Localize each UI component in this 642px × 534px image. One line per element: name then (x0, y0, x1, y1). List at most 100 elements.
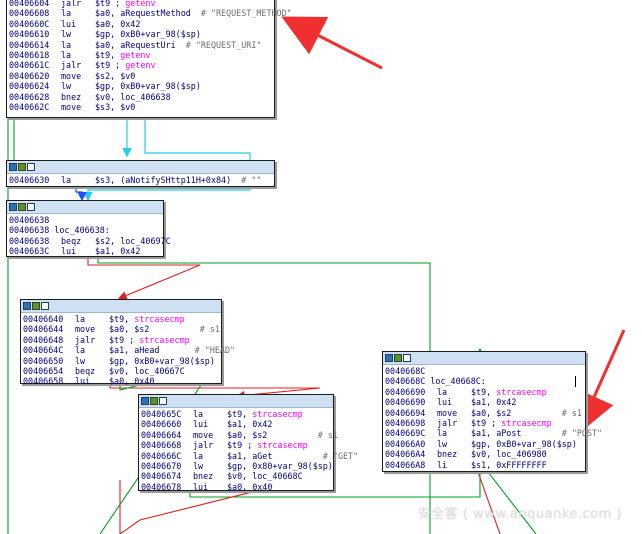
instruction-operands: $a1, aPost (471, 428, 562, 439)
instruction-address: 00406650 (23, 355, 64, 366)
instruction-address: 00406698 (385, 417, 426, 428)
function-reference[interactable]: getenv (125, 60, 156, 71)
function-reference[interactable]: strcasecmp (257, 440, 308, 451)
instruction-mnemonic: lui (75, 376, 91, 387)
instruction-mnemonic: lw (61, 81, 72, 92)
instruction-address: 00406608 (9, 8, 50, 19)
instruction-address: 00406674 (141, 471, 182, 482)
graph-node-text-icon[interactable] (159, 397, 167, 405)
instruction-mnemonic: jalr (75, 334, 96, 345)
instruction-mnemonic: la (61, 49, 72, 60)
node-header (139, 395, 333, 408)
instruction-operands: $t9, (227, 409, 253, 419)
edge-n6-red (477, 471, 501, 534)
graph-node-color-icon[interactable] (23, 302, 31, 310)
graph-node-graph-icon[interactable] (32, 302, 40, 310)
graph-node-color-icon[interactable] (141, 397, 149, 405)
function-reference[interactable]: getenv (125, 0, 156, 8)
instruction-operands: $s1, 0xFFFFFFFF (471, 459, 547, 470)
function-reference[interactable]: strcasecmp (496, 386, 547, 397)
graph-node-color-icon[interactable] (9, 203, 17, 211)
instruction-operands: $a0, $s2 (109, 324, 200, 335)
graph-node-text-icon[interactable] (27, 163, 35, 171)
graph-node-color-icon[interactable] (385, 354, 393, 362)
instruction-operands: $gp, 0xB0+var_98($sp) (109, 355, 215, 366)
graph-node-graph-icon[interactable] (18, 163, 26, 171)
code-line[interactable]: 0040668C (385, 366, 585, 376)
graph-node-text-icon[interactable] (27, 203, 35, 211)
function-reference[interactable]: strcasecmp (252, 409, 303, 419)
instruction-mnemonic: jalr (61, 60, 82, 71)
edge-n2-n3 (75, 187, 87, 202)
instruction-address: 004066A8 (385, 459, 426, 470)
instruction-address: 0040669C (385, 428, 426, 439)
function-reference[interactable]: strcasecmp (139, 334, 190, 345)
instruction-mnemonic: move (193, 429, 214, 440)
graph-node-graph-icon[interactable] (18, 203, 26, 211)
function-reference[interactable]: strcasecmp (501, 417, 552, 428)
instruction-operands: $v0, loc_406980 (471, 449, 547, 460)
instruction-operands: $a1, aHead (109, 345, 195, 356)
graph-node-text-icon[interactable] (403, 354, 411, 362)
instruction-mnemonic: la (61, 8, 72, 19)
graph-node-text-icon[interactable] (41, 302, 49, 310)
instruction-address: 00406658 (23, 376, 64, 387)
instruction-address: 0040663C (9, 246, 50, 257)
instruction-address: 0040666C (141, 450, 182, 461)
instruction-mnemonic: beqz (61, 235, 82, 246)
code-line[interactable]: 00406638 loc_406638: (9, 225, 163, 235)
code-line[interactable]: 0040668C loc_40668C: (385, 376, 585, 386)
function-reference[interactable]: strcasecmp (134, 314, 185, 324)
code-line[interactable]: 00406638 (9, 215, 163, 225)
function-reference[interactable]: getenv (120, 49, 151, 60)
graph-node-graph-icon[interactable] (394, 354, 402, 362)
graph-node-color-icon[interactable] (9, 163, 17, 171)
instruction-address: 0040660C (9, 18, 50, 29)
graph-node-graph-icon[interactable] (150, 397, 158, 405)
